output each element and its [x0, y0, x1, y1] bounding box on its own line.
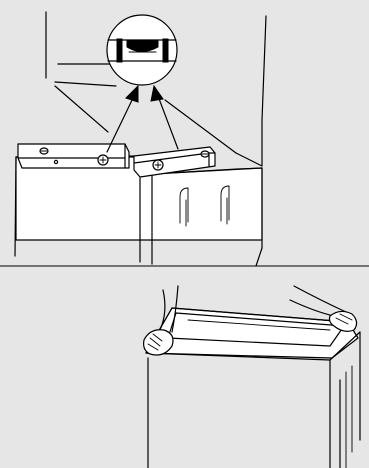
spirit-level-front: [18, 144, 129, 168]
magnifier-bubble-detail: [107, 15, 177, 85]
worktop-cabinet: [146, 308, 360, 468]
bottom-panel-worktop: [144, 286, 360, 468]
arrows: [107, 86, 178, 152]
top-panel-leveling: [15, 12, 266, 266]
